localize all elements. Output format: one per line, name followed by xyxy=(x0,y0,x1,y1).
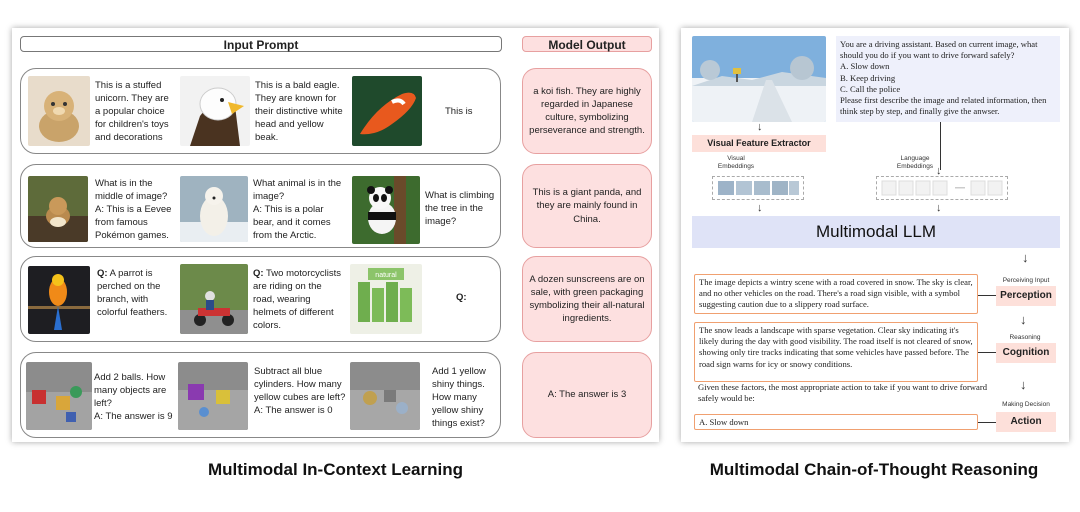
prompt-row-3 xyxy=(20,256,501,342)
visual-embeddings xyxy=(712,176,804,200)
cot-caption: Multimodal Chain-of-Thought Reasoning xyxy=(709,460,1039,479)
row3-text-1: Q: A parrot is perched on the branch, wi… xyxy=(97,268,177,320)
row3-text-3: Q: xyxy=(456,292,480,305)
row2-text-2: What animal is in the image? A: This is … xyxy=(253,178,342,241)
icl-caption: Multimodal In-Context Learning xyxy=(208,460,463,479)
row3-text-2-body: Two motorcyclists are riding on the road… xyxy=(253,268,341,331)
unicorn-image xyxy=(28,76,90,146)
polar-bear-image xyxy=(180,176,248,242)
prompt-row-1 xyxy=(20,68,501,154)
cognition-text: The snow leads a landscape with sparse v… xyxy=(699,325,973,369)
q-label: Q: xyxy=(253,268,264,279)
arrow-down-icon: ↓ xyxy=(1020,312,1027,327)
output-2: This is a giant panda, and they are main… xyxy=(522,164,652,248)
prompt-row-4 xyxy=(20,352,501,438)
eagle-image xyxy=(180,76,250,146)
row1-text-1: This is a stuffed unicorn. They are a po… xyxy=(95,80,169,143)
language-embeddings xyxy=(876,176,1008,200)
q-label: Q: xyxy=(456,292,467,303)
arrow-down-icon: ↓ xyxy=(936,202,942,214)
multimodal-llm: Multimodal LLM xyxy=(692,216,1060,248)
motorcycle-image xyxy=(180,264,248,334)
row1-text-3: This is xyxy=(445,106,473,117)
arrow-down-icon: ↓ xyxy=(1020,377,1027,392)
visual-feature-extractor: Visual Feature Extractor xyxy=(692,135,826,152)
arrow-down-icon: ↓ xyxy=(757,202,763,214)
perception-connector xyxy=(978,295,996,296)
cognition-connector xyxy=(978,352,996,353)
arrow-down-icon: ↓ xyxy=(1022,250,1029,265)
row1-text-2: This is a bald eagle. They are known for… xyxy=(255,80,343,143)
panda-image xyxy=(352,176,420,244)
clevr-image-2 xyxy=(178,362,248,430)
model-output-header: Model Output xyxy=(522,36,652,52)
given-factors-text: Given these factors, the most appropriat… xyxy=(698,382,987,404)
reasoning-label: Reasoning xyxy=(1009,334,1041,341)
perceiving-input-label: Perceiving Input xyxy=(1002,277,1050,284)
cognition-box: The snow leads a landscape with sparse v… xyxy=(694,322,978,382)
eevee-image xyxy=(28,176,88,242)
clevr-image-3 xyxy=(350,362,420,430)
koi-image xyxy=(352,76,422,146)
row3-text-1-body: A parrot is perched on the branch, with … xyxy=(97,268,168,318)
decision-label: Making Decision xyxy=(1002,401,1050,408)
output-1: a koi fish. They are highly regarded in … xyxy=(522,68,652,154)
row2-text-3: What is climbing the tree in the image? xyxy=(425,190,495,227)
answer-text: A. Slow down xyxy=(699,417,749,427)
driving-prompt: You are a driving assistant. Based on cu… xyxy=(836,36,1060,122)
perception-stage: Perception xyxy=(996,286,1056,306)
sunscreen-image: natural xyxy=(350,264,422,334)
arrow-down-icon: ↓ xyxy=(936,165,942,177)
answer-box: A. Slow down xyxy=(694,414,978,430)
visual-embeddings-label: Visual Embeddings xyxy=(717,155,755,170)
row3-text-2: Q: Two motorcyclists are riding on the r… xyxy=(253,268,345,333)
row4-text-3: Add 1 yellow shiny things. How many yell… xyxy=(432,366,486,429)
input-prompt-header: Input Prompt xyxy=(20,36,502,52)
perception-text: The image depicts a wintry scene with a … xyxy=(699,277,973,310)
row4-text-1: Add 2 balls. How many objects are left? … xyxy=(94,372,173,422)
prompt-to-language-arrow xyxy=(940,122,941,170)
language-embeddings-label: Language Embeddings xyxy=(896,155,934,170)
action-connector xyxy=(978,422,996,423)
row4-text-2: Subtract all blue cylinders. How many ye… xyxy=(254,366,346,416)
prompt-row-2 xyxy=(20,164,501,248)
perception-box: The image depicts a wintry scene with a … xyxy=(694,274,978,314)
action-stage: Action xyxy=(996,412,1056,432)
arrow-down-icon: ↓ xyxy=(757,121,763,133)
snowy-road-image xyxy=(692,36,826,122)
row2-text-1: What is in the middle of image? A: This … xyxy=(95,178,172,241)
output-3: A dozen sunscreens are on sale, with gre… xyxy=(522,256,652,342)
product-label: natural xyxy=(375,272,397,279)
parrot-image xyxy=(28,266,90,334)
q-label: Q: xyxy=(97,268,108,279)
output-4: A: The answer is 3 xyxy=(522,352,652,438)
clevr-image-1 xyxy=(26,362,92,430)
cognition-stage: Cognition xyxy=(996,343,1056,363)
